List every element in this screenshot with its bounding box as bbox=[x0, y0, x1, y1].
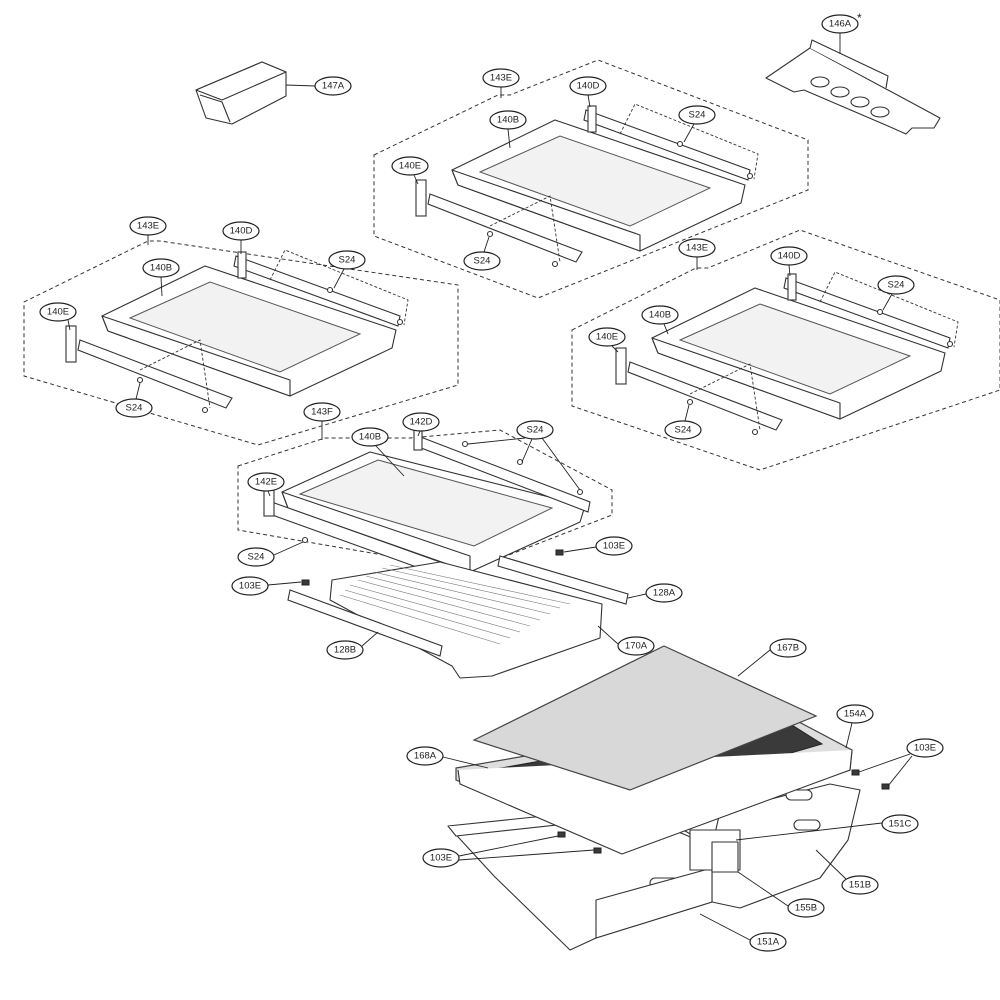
callout-b-167B: 167B bbox=[769, 638, 807, 658]
callout-b-103E-left: 103E bbox=[422, 848, 460, 868]
callout-g4-S24b: S24 bbox=[237, 547, 275, 567]
callout-g1-140B: 140B bbox=[142, 258, 180, 278]
callout-g3-143E-text: 143E bbox=[686, 243, 708, 254]
callout-g1-S24b-text: S24 bbox=[126, 403, 143, 414]
callout-b-151A-text: 151A bbox=[757, 937, 780, 948]
callout-b-103Ea-text: 103E bbox=[914, 743, 936, 754]
callout-b-151B: 151B bbox=[841, 875, 879, 895]
callout-g4-128A: 128A bbox=[645, 583, 683, 603]
callout-146A-text: 146A bbox=[829, 19, 852, 30]
callout-g3-140E-text: 140E bbox=[596, 332, 618, 343]
callout-g2-143E: 143E bbox=[482, 68, 520, 88]
callout-g1-S24a: S24 bbox=[328, 250, 366, 270]
callout-g2-S24a-text: S24 bbox=[689, 110, 706, 121]
callout-g4-143F: 143F bbox=[303, 402, 341, 422]
callout-g3-140B: 140B bbox=[641, 305, 679, 325]
callout-g2-140D: 140D bbox=[569, 76, 607, 96]
callout-g3-140D-text: 140D bbox=[778, 251, 801, 262]
callout-g2-143E-text: 143E bbox=[490, 73, 512, 84]
callout-b-103Eb-text: 103E bbox=[430, 853, 452, 864]
callout-g4-140B-text: 140B bbox=[359, 432, 381, 443]
callout-g1-S24b: S24 bbox=[115, 398, 153, 418]
callout-g1-140B-text: 140B bbox=[150, 263, 172, 274]
callout-b-151B-text: 151B bbox=[849, 880, 871, 891]
callout-g2-140B: 140B bbox=[489, 110, 527, 130]
callout-b-151A: 151A bbox=[749, 932, 787, 952]
callout-g4-142E: 142E bbox=[247, 472, 285, 492]
callout-146A-asterisk: * bbox=[857, 11, 862, 25]
part-146A-bracket bbox=[765, 39, 941, 135]
part-167B-glass-cover bbox=[472, 645, 818, 791]
callout-g3-143E: 143E bbox=[678, 238, 716, 258]
callout-b-154A: 154A bbox=[836, 704, 874, 724]
callout-g2-140D-text: 140D bbox=[577, 81, 600, 92]
callout-g3-S24b: S24 bbox=[664, 420, 702, 440]
callout-g3-140B-text: 140B bbox=[649, 310, 671, 321]
callout-g4-103E-left: 103E bbox=[231, 576, 269, 596]
group-box-top bbox=[373, 59, 809, 299]
crisper-drawer-assembly bbox=[447, 645, 890, 951]
callout-g4-142D: 142D bbox=[402, 412, 440, 432]
callout-146A: 146A bbox=[821, 14, 859, 34]
callout-g1-140D: 140D bbox=[222, 221, 260, 241]
shelf-assembly-crisper-cover bbox=[237, 429, 629, 679]
shelf-assembly-left bbox=[23, 240, 459, 446]
callout-g3-140D: 140D bbox=[770, 246, 808, 266]
callout-b-155B-text: 155B bbox=[795, 903, 817, 914]
callout-g1-S24a-text: S24 bbox=[339, 255, 356, 266]
group-box-left bbox=[23, 240, 459, 446]
callout-b-103E-right: 103E bbox=[906, 738, 944, 758]
callout-b-151C-text: 151C bbox=[889, 819, 912, 830]
callout-g1-140D-text: 140D bbox=[230, 226, 253, 237]
callout-147A: 147A bbox=[314, 76, 352, 96]
callout-g4-142D-text: 142D bbox=[410, 417, 433, 428]
callout-g4-103E-right: 103E bbox=[595, 536, 633, 556]
callout-b-168A: 168A bbox=[406, 746, 444, 766]
callout-g4-170A-text: 170A bbox=[625, 641, 648, 652]
callout-g4-128A-text: 128A bbox=[653, 588, 676, 599]
callout-g2-S24b-text: S24 bbox=[474, 256, 491, 267]
callout-g4-128B-text: 128B bbox=[334, 645, 356, 656]
callout-g4-142E-text: 142E bbox=[255, 477, 277, 488]
callout-g3-140E: 140E bbox=[588, 327, 626, 347]
callout-g3-S24a: S24 bbox=[877, 275, 915, 295]
callout-g2-140E-text: 140E bbox=[399, 161, 421, 172]
callout-g4-103Eb-text: 103E bbox=[239, 581, 261, 592]
callout-b-151C: 151C bbox=[881, 814, 919, 834]
callout-g3-S24b-text: S24 bbox=[675, 425, 692, 436]
part-147A-door-bin bbox=[195, 61, 287, 125]
callout-g2-140E: 140E bbox=[391, 156, 429, 176]
callout-g1-143E-text: 143E bbox=[137, 221, 159, 232]
callout-g1-140E: 140E bbox=[39, 302, 77, 322]
callout-g2-S24a: S24 bbox=[678, 105, 716, 125]
callout-b-154A-text: 154A bbox=[844, 709, 867, 720]
shelf-assembly-top bbox=[373, 59, 809, 299]
callout-b-168A-text: 168A bbox=[414, 751, 437, 762]
callout-g2-S24b: S24 bbox=[463, 251, 501, 271]
callout-g4-S24a: S24 bbox=[516, 420, 554, 440]
group-box-right bbox=[571, 229, 1000, 471]
callout-g4-S24a-text: S24 bbox=[527, 425, 544, 436]
shelf-assembly-right bbox=[571, 229, 1000, 471]
callout-g1-140E-text: 140E bbox=[47, 307, 69, 318]
callout-g4-103Ea-text: 103E bbox=[603, 541, 625, 552]
callout-147A-text: 147A bbox=[322, 81, 345, 92]
callout-g2-140B-text: 140B bbox=[497, 115, 519, 126]
callout-g4-170A: 170A bbox=[617, 636, 655, 656]
callout-g4-140B: 140B bbox=[351, 427, 389, 447]
callout-g1-143E: 143E bbox=[129, 216, 167, 236]
callout-g4-S24b-text: S24 bbox=[248, 552, 265, 563]
callout-g4-128B: 128B bbox=[326, 640, 364, 660]
callout-b-167B-text: 167B bbox=[777, 643, 799, 654]
callout-b-155B: 155B bbox=[787, 898, 825, 918]
callout-g4-143F-text: 143F bbox=[311, 407, 333, 418]
callout-g3-S24a-text: S24 bbox=[888, 280, 905, 291]
